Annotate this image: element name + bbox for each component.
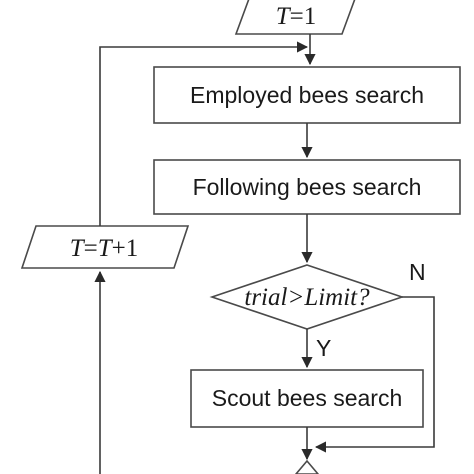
following-bees-label: Following bees search [193, 174, 422, 200]
decision-right: Limit [303, 284, 358, 311]
decision-question-mark: ? [357, 284, 370, 311]
arrow-no-branch [314, 296, 435, 453]
start-variable: T [276, 3, 292, 30]
decision-diamond: trial>Limit? [209, 264, 405, 330]
increment-node: T=T+1 [20, 225, 190, 269]
scout-bees-box: Scout bees search [190, 369, 424, 428]
increment-variable-rhs: T [98, 235, 114, 262]
employed-bees-box: Employed bees search [153, 66, 461, 124]
scout-bees-label: Scout bees search [212, 385, 403, 411]
start-value: =1 [290, 3, 317, 30]
increment-variable: T [70, 235, 86, 262]
increment-plus-one: +1 [112, 235, 139, 262]
svg-text:trial>Limit?: trial>Limit? [244, 284, 370, 311]
svg-text:T=T+1: T=T+1 [70, 235, 139, 262]
bottom-partial-node [294, 459, 320, 474]
following-bees-box: Following bees search [153, 159, 461, 215]
svg-text:T=1: T=1 [276, 3, 317, 30]
arrow-loop-back [99, 41, 309, 226]
decision-operator: > [287, 284, 304, 311]
increment-equals: = [84, 235, 98, 262]
start-node: T=1 [234, 0, 356, 35]
decision-left: trial [244, 284, 287, 311]
no-branch-label: N [409, 259, 426, 285]
employed-bees-label: Employed bees search [190, 82, 424, 108]
yes-branch-label: Y [316, 335, 331, 361]
